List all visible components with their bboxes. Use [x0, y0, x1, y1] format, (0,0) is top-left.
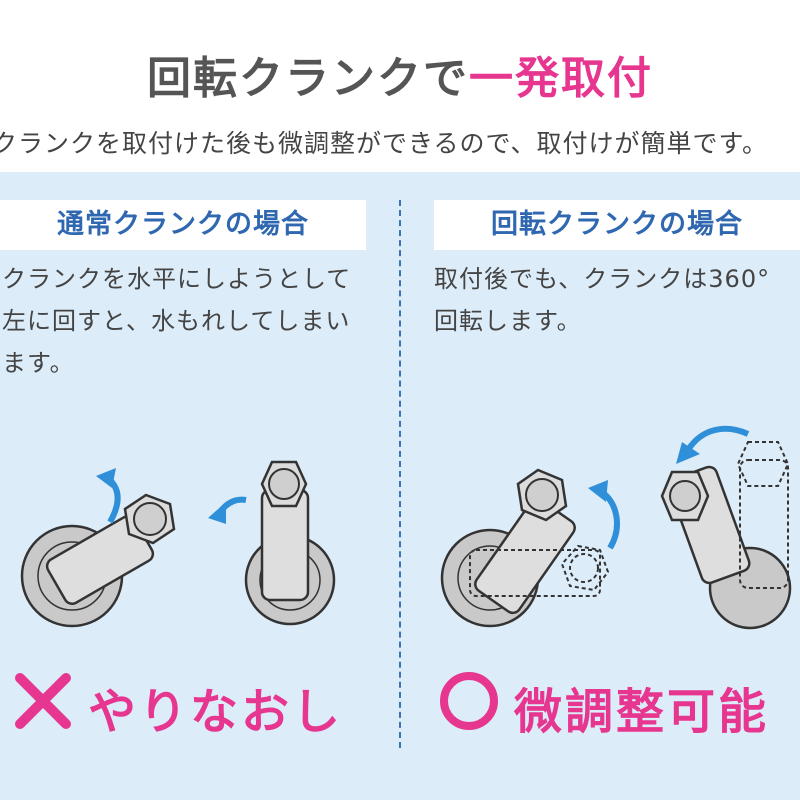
page-subtitle: クランクを取付けた後も微調整ができるので、取付けが簡単です。: [0, 129, 769, 158]
left-verdict: やりなおし: [12, 670, 343, 744]
arrow-head: [588, 480, 608, 502]
rotate-arrow-icon: [685, 425, 750, 452]
left-heading: 通常クランクの場合: [0, 200, 366, 250]
cross-mark-icon: [12, 670, 74, 744]
right-heading: 回転クランクの場合: [434, 200, 800, 250]
right-description: 取付後でも、クランクは360° 回転します。: [434, 258, 800, 342]
title-highlight: 一発取付: [469, 53, 653, 104]
right-verdict: 微調整可能: [438, 670, 769, 744]
right-verdict-text: 微調整可能: [514, 684, 770, 740]
title-main: 回転クランクで: [147, 53, 469, 104]
left-description-line: ます。: [2, 349, 75, 377]
arrow-head: [96, 468, 116, 488]
normal-crank-illustration: [20, 460, 336, 628]
rotating-crank-right: [660, 441, 792, 630]
left-description-line: クランクを水平にしようとして: [2, 265, 352, 293]
right-description-line: 取付後でも、クランクは360°: [434, 265, 771, 293]
rotating-crank-illustration: [440, 425, 792, 630]
page-title: 回転クランクで一発取付: [0, 42, 800, 106]
rotating-crank-left: [440, 468, 610, 628]
arrow-head: [676, 442, 700, 464]
left-description-line: 左に回すと、水もれしてしまい: [2, 307, 351, 335]
left-verdict-text: やりなおし: [88, 684, 344, 740]
vertical-crank: [244, 460, 336, 626]
arrow-head: [208, 502, 226, 524]
tilted-crank: [20, 493, 176, 628]
left-description: クランクを水平にしようとして 左に回すと、水もれしてしまい ます。: [2, 258, 382, 384]
circle-mark-icon: [438, 670, 500, 744]
right-description-line: 回転します。: [434, 307, 582, 335]
panel-divider: [399, 200, 401, 748]
